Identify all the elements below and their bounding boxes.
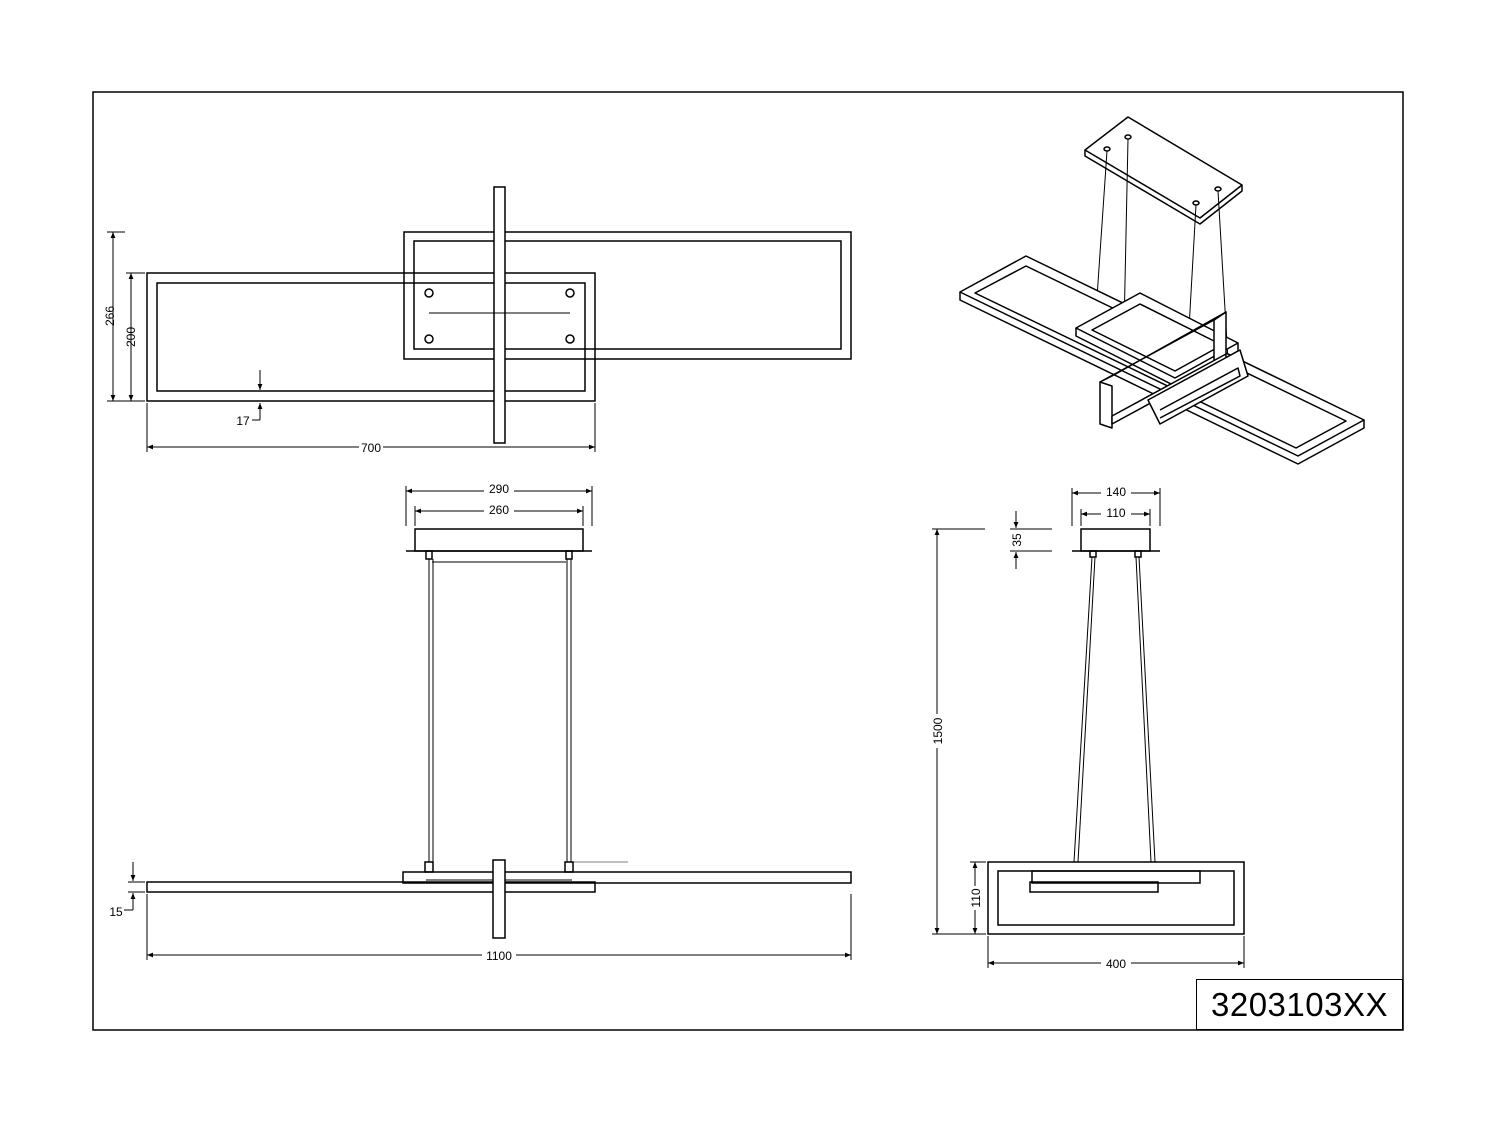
dim-side-width: 400 <box>1106 957 1126 971</box>
product-code-box: 3203103XX <box>1196 979 1403 1030</box>
front-view-dimensions <box>124 486 852 960</box>
side-view <box>987 528 1245 935</box>
dim-front-canopy-inner: 260 <box>489 503 509 517</box>
dimension-labels: 700 266 200 17 290 260 15 1100 140 110 3… <box>103 306 1131 971</box>
dim-top-length: 700 <box>361 441 381 455</box>
dim-top-frame-width: 17 <box>236 414 250 428</box>
top-view-dimensions <box>107 231 596 452</box>
dim-side-frame-height: 110 <box>969 888 983 907</box>
dim-top-height-total: 266 <box>103 306 117 326</box>
sheet-border <box>92 91 1404 1031</box>
dim-front-length: 1100 <box>486 949 512 963</box>
dim-side-canopy-outer: 140 <box>1106 485 1126 499</box>
front-view <box>146 528 852 939</box>
dim-top-height-frame: 200 <box>124 327 138 347</box>
isometric-view <box>959 116 1365 465</box>
dim-side-total-height: 1500 <box>931 717 945 744</box>
product-code: 3203103XX <box>1211 985 1388 1023</box>
dim-side-canopy-inner: 110 <box>1106 506 1125 520</box>
dim-side-canopy-height: 35 <box>1010 533 1024 547</box>
top-view <box>146 186 852 444</box>
dim-front-frame-height: 15 <box>109 905 123 919</box>
dim-front-canopy-outer: 290 <box>489 482 509 496</box>
